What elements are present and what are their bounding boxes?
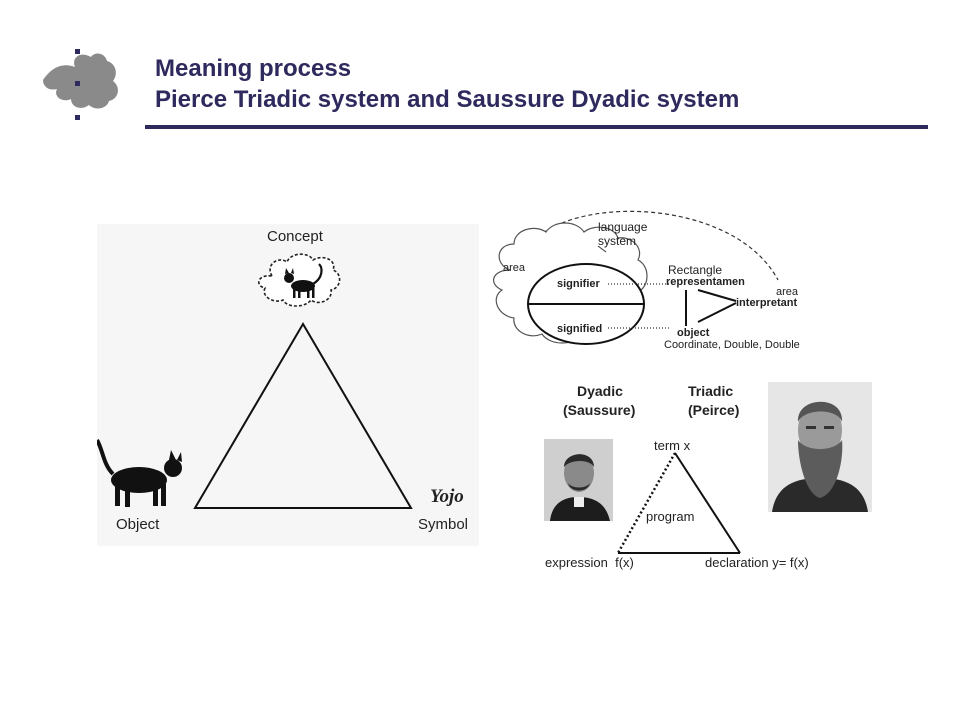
- semiotic-triangle-diagram: [97, 253, 413, 509]
- concept-cat-icon: [284, 263, 323, 298]
- term-to-declaration-edge: [674, 452, 741, 554]
- slide-title-line-1: Meaning process: [155, 55, 352, 82]
- rectangle-label: Rectangle: [668, 263, 723, 277]
- declaration-label: declaration y= f(x): [705, 555, 809, 570]
- triadic-subheading: (Peirce): [688, 402, 740, 418]
- concept-cloud: [258, 253, 341, 307]
- program-label: program: [646, 509, 695, 524]
- slide-title-line-2: Pierce Triadic system and Saussure Dyadi…: [155, 86, 740, 113]
- language-label-line-1: language: [598, 220, 648, 234]
- language-system-label: language system: [598, 220, 647, 248]
- interpretant-label: interpretant: [736, 297, 798, 309]
- dyadic-subheading: (Saussure): [563, 402, 636, 418]
- program-triangle: [616, 452, 741, 554]
- language-label-line-2: system: [598, 234, 637, 248]
- object-node-label: object: [677, 327, 710, 339]
- term-label: term x: [654, 438, 691, 453]
- coordinate-label: Coordinate, Double, Double: [664, 339, 800, 351]
- university-flame-logo: [43, 49, 118, 120]
- area-left-label: area: [503, 262, 526, 274]
- area-right-label: area: [776, 286, 799, 298]
- object-cat-icon: [97, 438, 182, 507]
- title-divider: [145, 125, 928, 129]
- symbol-label: Symbol: [418, 516, 469, 533]
- peirce-portrait: [768, 382, 872, 512]
- term-to-expression-edge: [616, 452, 677, 554]
- representamen-label: representamen: [666, 276, 745, 288]
- semiotic-triangle: [193, 322, 413, 509]
- concept-label: Concept: [267, 228, 323, 245]
- expression-label: expression f(x): [545, 555, 634, 570]
- signifier-label: signifier: [557, 278, 600, 290]
- sign-model-diagram: [493, 210, 779, 345]
- yojo-word: Yojo: [430, 486, 464, 507]
- triadic-heading: Triadic: [688, 383, 734, 399]
- object-label: Object: [116, 516, 160, 533]
- saussure-portrait: [544, 439, 613, 521]
- signified-label: signified: [557, 323, 603, 335]
- dyadic-heading: Dyadic: [577, 383, 623, 399]
